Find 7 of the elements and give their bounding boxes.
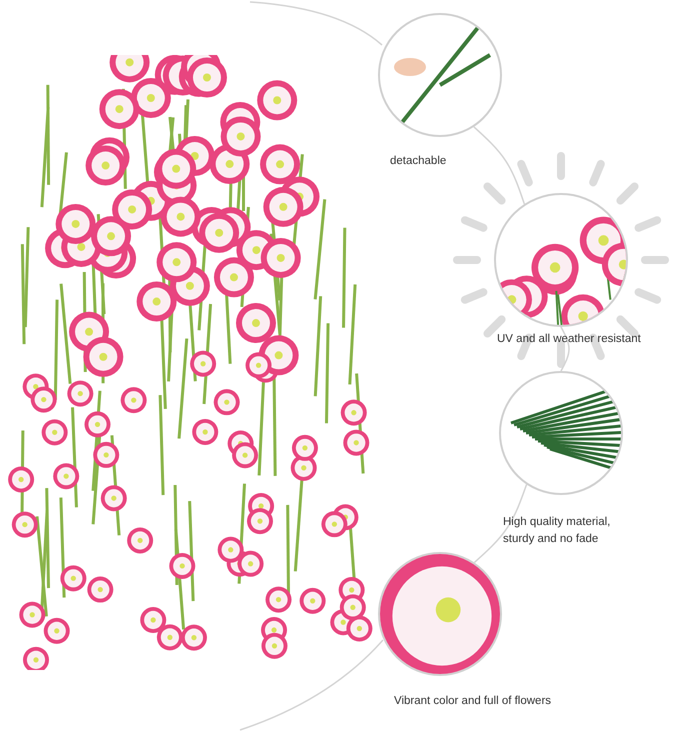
connector-line bbox=[560, 326, 570, 372]
caption: UV and all weather resistant bbox=[497, 332, 642, 347]
caption: High quality material, sturdy and no fade bbox=[503, 515, 612, 547]
connector-line bbox=[474, 484, 528, 564]
caption: Vibrant color and full of flowers bbox=[394, 694, 552, 709]
caption: detachable bbox=[390, 154, 448, 169]
connector-line bbox=[473, 126, 526, 204]
